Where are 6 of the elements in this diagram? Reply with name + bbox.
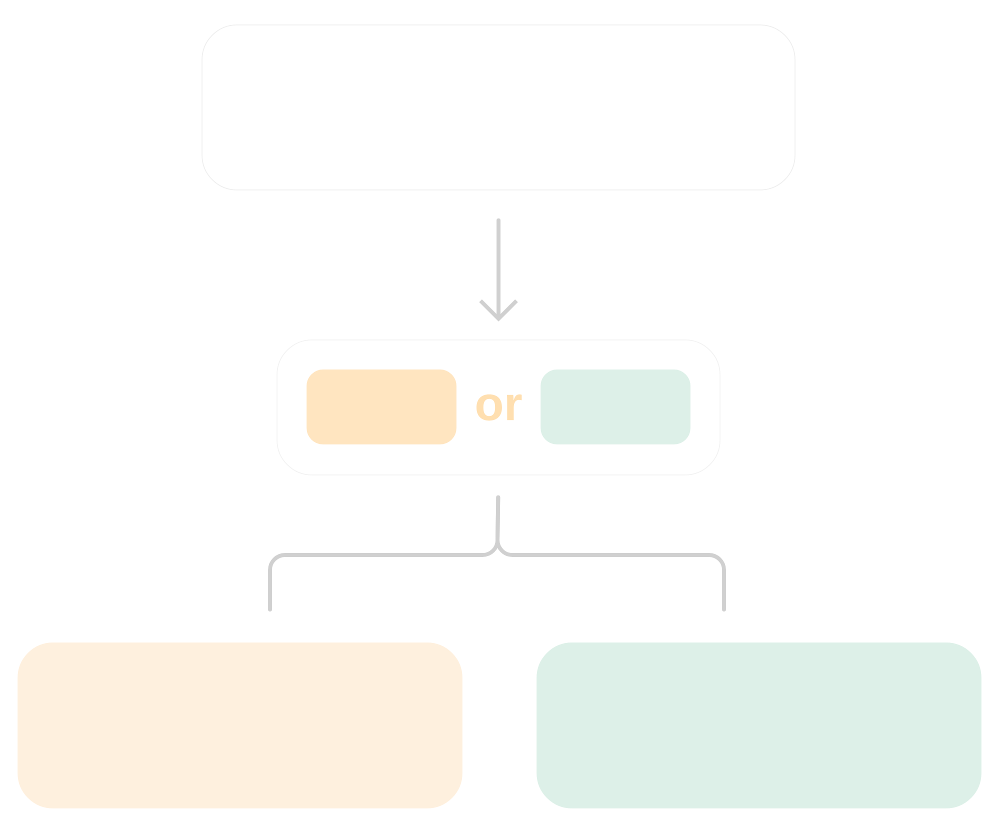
bracket-line [496,495,726,612]
result-box [18,642,462,808]
result-box [536,642,982,808]
arrow [479,218,518,322]
option-box [306,370,456,444]
option-box [540,370,690,444]
